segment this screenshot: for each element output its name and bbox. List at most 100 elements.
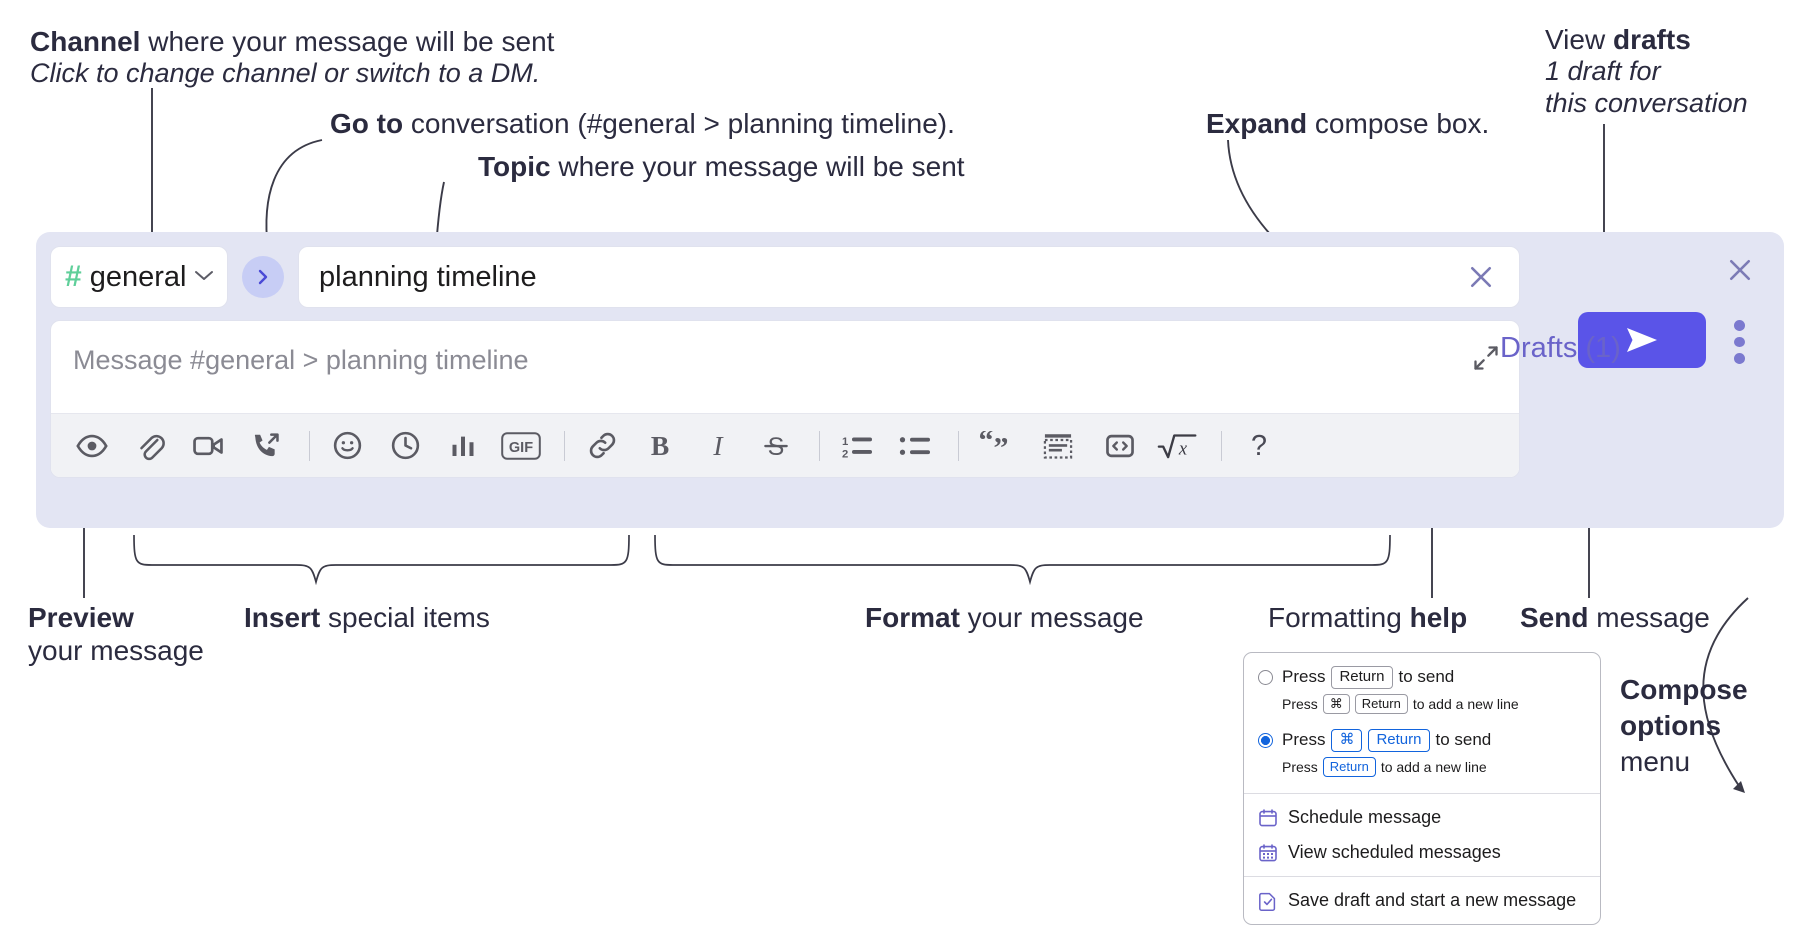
svg-text:I: I [712, 430, 724, 461]
menu-item-save-draft[interactable]: Save draft and start a new message [1244, 883, 1600, 918]
option1-post: to send [1398, 667, 1455, 687]
formatting-help-button[interactable]: ? [1236, 423, 1282, 469]
option2-sub-pre: Press [1282, 758, 1318, 775]
annotation-channel-sub: Click to change channel or switch to a D… [30, 56, 540, 90]
annotation-drafts-line2: 1 draft for [1545, 54, 1661, 88]
code-icon [1106, 434, 1134, 457]
emoji-button[interactable] [324, 423, 370, 469]
help-icon: ? [1251, 430, 1267, 462]
annotation-send-rest: message [1588, 602, 1710, 633]
option-return-label: Press Return to send [1282, 666, 1454, 689]
ordered-list-button[interactable]: 1 2 [834, 423, 880, 469]
annotation-format: Format your message [865, 600, 1144, 636]
option1-sub-pre: Press [1282, 695, 1318, 712]
annotation-preview-bold: Preview [28, 602, 134, 633]
kebab-dot-3 [1733, 353, 1745, 365]
option1-sub: Press ⌘ Return to add a new line [1282, 693, 1519, 714]
annotation-channel-rest: where your message will be sent [140, 26, 555, 57]
option2-sub-post: to add a new line [1380, 758, 1487, 775]
annotation-channel: Channel where your message will be sent [30, 24, 554, 60]
clear-topic-button[interactable] [1461, 257, 1501, 297]
drafts-link[interactable]: Drafts (1) [1500, 332, 1621, 364]
annotation-help-rest: Formatting [1268, 602, 1410, 633]
menu-item-schedule-message[interactable]: Schedule message [1244, 800, 1600, 835]
annotation-expand-rest: compose box. [1307, 108, 1490, 139]
chevron-right-icon [258, 269, 268, 285]
radio-selected-icon[interactable] [1258, 732, 1273, 748]
gif-icon: GIF [501, 431, 541, 460]
strikethrough-button[interactable]: S [753, 423, 799, 469]
draft-section: Save draft and start a new message [1244, 877, 1600, 924]
poll-button[interactable] [440, 423, 486, 469]
radio-unselected-icon[interactable] [1258, 669, 1273, 685]
link-button[interactable] [579, 423, 625, 469]
key-return: Return [1331, 666, 1393, 689]
reminder-button[interactable] [382, 423, 428, 469]
link-icon [589, 432, 615, 459]
option-cmd-return-label: Press ⌘ Return to send [1282, 729, 1491, 752]
svg-text:?: ? [1251, 430, 1267, 462]
save-draft-icon [1259, 892, 1276, 911]
annotation-topic-bold: Topic [478, 151, 551, 182]
annotation-help: Formatting help [1268, 600, 1467, 636]
option1-pre: Press [1282, 667, 1326, 687]
svg-text:B: B [651, 430, 669, 461]
compose-options-button[interactable] [1724, 320, 1754, 365]
bold-icon: B [651, 430, 669, 461]
strikethrough-icon: S [764, 432, 788, 460]
bulleted-list-button[interactable] [892, 423, 938, 469]
annotation-compose-bold-2: options [1620, 710, 1722, 741]
composer-inner: # general planning timeline [50, 246, 1520, 478]
expand-compose-button[interactable] [1467, 339, 1505, 377]
bold-button[interactable]: B [637, 423, 683, 469]
menu-divider-1 [1244, 793, 1600, 794]
code-block-button[interactable] [1035, 423, 1081, 469]
annotation-compose-2: options [1620, 708, 1721, 744]
blockquote-button[interactable]: “ ” [973, 423, 1019, 469]
close-icon [1729, 259, 1751, 281]
topic-input[interactable]: planning timeline [319, 260, 537, 293]
send-button[interactable] [1578, 312, 1706, 368]
annotation-topic: Topic where your message will be sent [478, 149, 965, 185]
option-return-sub: Press ⌘ Return to add a new line [1244, 692, 1600, 720]
annotation-drafts-line3: this conversation [1545, 86, 1748, 120]
math-button[interactable]: x [1155, 423, 1201, 469]
annotation-goto: Go to conversation (#general > planning … [330, 106, 955, 142]
code-button[interactable] [1097, 423, 1143, 469]
preview-button[interactable] [69, 423, 115, 469]
audio-call-icon [254, 432, 279, 456]
annotation-format-rest: your message [959, 602, 1144, 633]
option-cmd-return-to-send[interactable]: Press ⌘ Return to send [1244, 726, 1600, 755]
ordered-list-icon: 1 2 [842, 435, 872, 460]
svg-text:“: “ [979, 431, 994, 457]
annotation-drafts-bold: drafts [1612, 24, 1691, 55]
audio-clip-button[interactable] [243, 423, 289, 469]
annotation-goto-bold: Go to [330, 108, 404, 139]
toolbar-divider-5 [1221, 430, 1222, 461]
compose-options-menu: Press Return to send Press ⌘ Return to a… [1243, 652, 1601, 925]
menu-item-view-scheduled[interactable]: View scheduled messages [1244, 835, 1600, 870]
annotation-preview-sub: your message [28, 633, 204, 669]
annotation-compose-3: menu [1620, 744, 1690, 780]
annotation-expand: Expand compose box. [1206, 106, 1489, 142]
message-input-area[interactable]: Message #general > planning timeline [51, 321, 1519, 413]
poll-icon [452, 436, 474, 456]
option2-sub: Press Return to add a new line [1282, 756, 1487, 777]
attach-file-button[interactable] [127, 423, 173, 469]
message-box: Message #general > planning timeline [50, 320, 1520, 478]
channel-selector[interactable]: # general [50, 246, 228, 308]
video-clip-button[interactable] [185, 423, 231, 469]
italic-button[interactable]: I [695, 423, 741, 469]
annotation-topic-rest: where your message will be sent [550, 151, 965, 182]
toolbar-divider-3 [819, 430, 820, 461]
annotation-expand-bold: Expand [1206, 108, 1308, 139]
bulleted-list-icon [899, 436, 930, 455]
gif-button[interactable]: GIF [498, 423, 544, 469]
key-return-2: Return [1368, 729, 1430, 752]
menu-item-label: View scheduled messages [1288, 842, 1501, 862]
option1-sub-post: to add a new line [1412, 695, 1519, 712]
go-to-conversation-button[interactable] [242, 256, 284, 298]
close-composer-button[interactable] [1718, 248, 1762, 292]
topic-input-wrapper[interactable]: planning timeline [298, 246, 1520, 308]
option-return-to-send[interactable]: Press Return to send [1244, 663, 1600, 692]
